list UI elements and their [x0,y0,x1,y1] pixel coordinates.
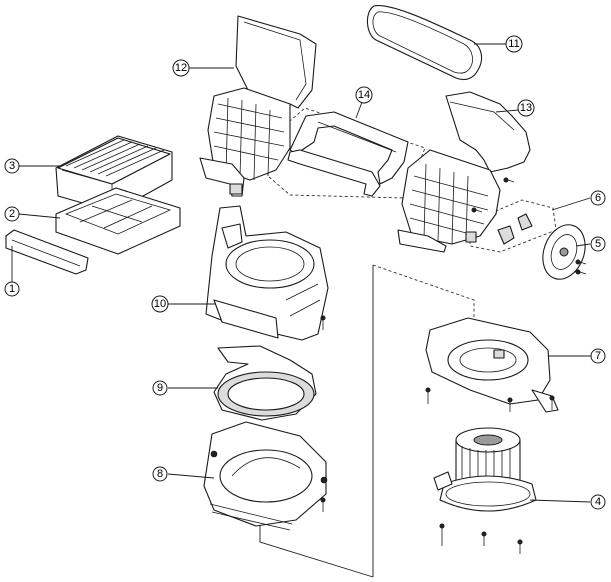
part-gasket [366,5,483,81]
part-blower-motor [433,427,537,512]
screw [320,497,326,512]
screw [471,207,483,213]
svg-text:12: 12 [175,62,187,74]
callout-10: 10 [151,295,169,313]
part-link-pieces [497,213,533,245]
svg-text:9: 9 [157,382,163,394]
leader-lines [11,43,592,503]
callout-1: 1 [4,281,20,297]
svg-text:14: 14 [358,89,370,101]
callout-5: 5 [590,236,606,252]
part-filter-cover [5,229,89,275]
part-filter-frame [55,187,181,255]
screw [481,531,487,546]
part-air-filter [55,135,173,213]
callout-4: 4 [590,494,606,510]
svg-text:2: 2 [9,208,15,220]
callout-14: 14 [355,86,373,104]
screw [575,259,587,265]
svg-text:3: 3 [9,160,15,172]
part-upper-case [397,91,531,253]
callout-6: 6 [590,190,606,206]
screw [439,523,445,546]
screw [575,269,587,275]
part-motor-mount [425,317,559,413]
part-intake-door-housing [199,15,317,197]
part-heater-frame [287,111,409,197]
svg-text:5: 5 [595,238,601,250]
screw [503,177,515,183]
svg-text:4: 4 [595,496,601,508]
screw-set [320,177,587,554]
svg-text:8: 8 [157,468,163,480]
callout-8: 8 [152,466,168,482]
part-blower-cover [542,224,586,280]
part-blower-lower-case [203,421,328,531]
part-blower-housing-upper [205,205,329,341]
svg-text:11: 11 [508,38,519,50]
callout-11: 11 [505,35,523,53]
svg-text:1: 1 [9,283,15,295]
callout-12: 12 [172,59,190,77]
svg-text:6: 6 [595,192,601,204]
group-box-lower [372,264,475,334]
svg-text:13: 13 [520,102,532,114]
callout-2: 2 [4,206,20,222]
svg-text:7: 7 [595,350,601,362]
screw [320,315,326,330]
svg-text:10: 10 [154,298,166,310]
callout-9: 9 [152,380,168,396]
assembly-line-bottom [259,520,374,578]
screw [549,395,555,410]
part-seal-ring [213,345,317,421]
screw [425,387,431,404]
callout-3: 3 [4,158,20,174]
screw [507,397,513,412]
screw [517,539,523,554]
callout-7: 7 [590,348,606,364]
callout-13: 13 [517,99,535,117]
